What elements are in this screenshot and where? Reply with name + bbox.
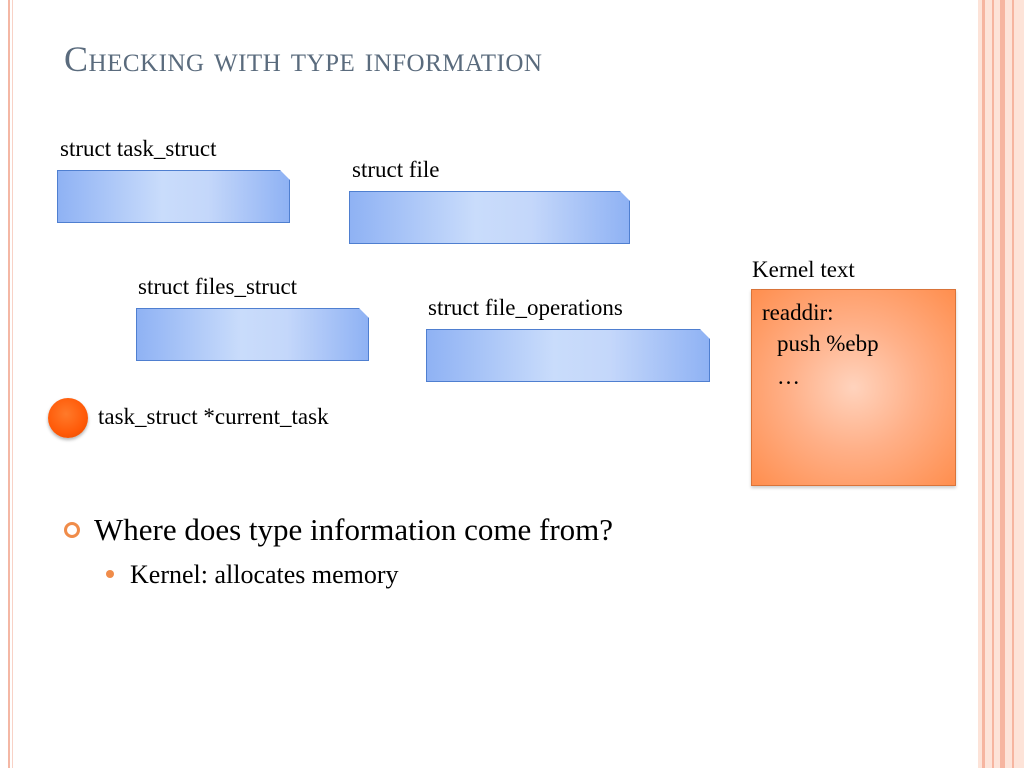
kernel-text-line: … xyxy=(777,364,800,389)
struct-label-files-struct: struct files_struct xyxy=(138,274,298,299)
bullet-level-2: Kernel: allocates memory xyxy=(106,560,399,590)
kernel-text-box: readdir: push %ebp … xyxy=(751,289,956,486)
slide-frame-left-inner xyxy=(12,0,13,768)
kernel-text-line: push %ebp xyxy=(777,331,879,356)
slide-frame-left xyxy=(8,0,10,768)
struct-box-file-operations xyxy=(426,329,710,382)
bullet-level-1: Where does type information come from? xyxy=(64,512,613,548)
pointer-label: task_struct *current_task xyxy=(98,404,329,429)
kernel-text-label: Kernel text xyxy=(752,257,855,282)
filled-circle-bullet-icon xyxy=(106,570,114,579)
struct-box-file xyxy=(349,191,630,244)
struct-label-task-struct: struct task_struct xyxy=(60,136,217,161)
slide-right-band xyxy=(978,0,1024,768)
bullet-level-1-text: Where does type information come from? xyxy=(94,512,614,547)
hollow-circle-bullet-icon xyxy=(64,521,80,538)
pointer-dot-icon xyxy=(48,398,88,438)
struct-label-file: struct file xyxy=(352,157,440,182)
kernel-text-line: readdir: xyxy=(762,300,834,325)
bullet-level-2-text: Kernel: allocates memory xyxy=(130,560,399,589)
slide-title: Checking with type information xyxy=(64,39,543,79)
struct-box-files-struct xyxy=(136,308,369,361)
struct-box-task-struct xyxy=(57,170,290,223)
struct-label-file-operations: struct file_operations xyxy=(428,295,623,320)
